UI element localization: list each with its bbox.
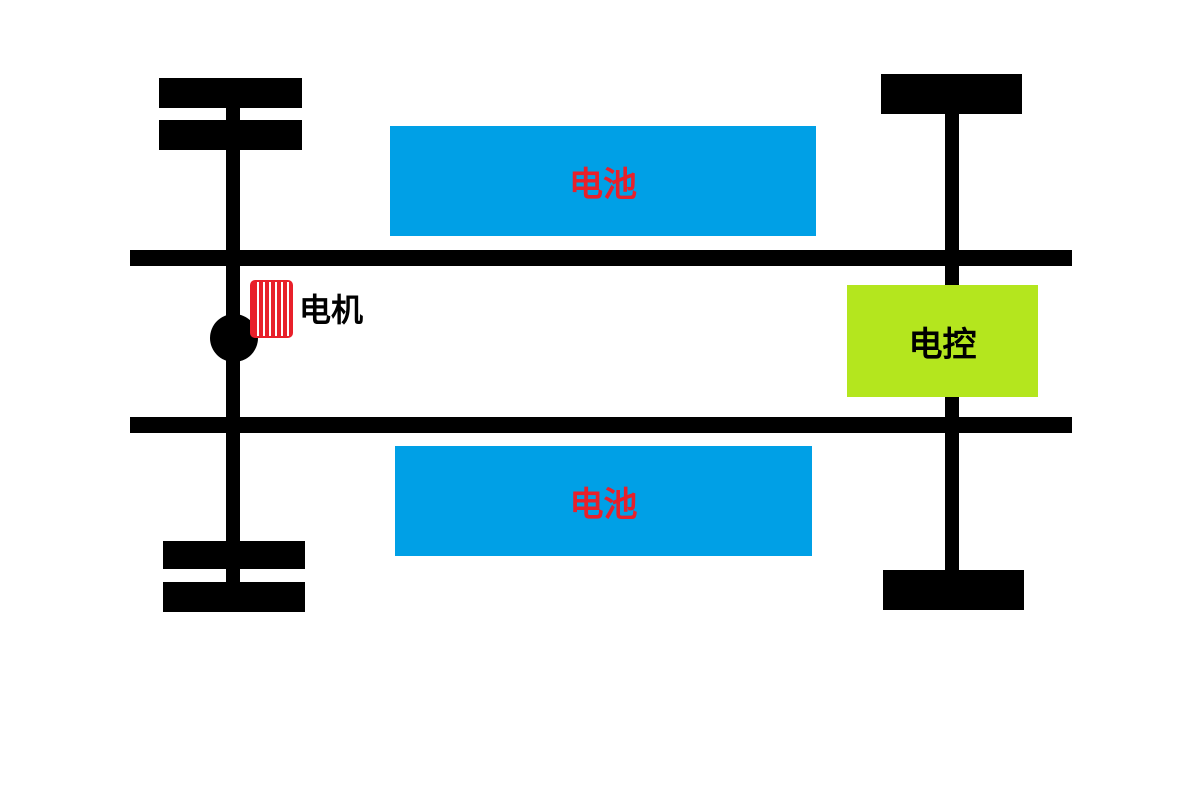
motor-label: 电机 (299, 291, 364, 329)
battery-top: 电池 (390, 126, 816, 236)
battery-bottom: 电池 (395, 446, 812, 556)
front-right-wheel-upper (163, 541, 305, 569)
controller-label: 电控 (908, 324, 977, 365)
battery-bottom-label: 电池 (569, 484, 638, 525)
motor-coil-icon (250, 280, 293, 338)
front-left-wheel-lower (159, 120, 302, 150)
frame-rail-bottom (130, 417, 1072, 433)
rear-left-wheel (881, 74, 1022, 114)
front-left-wheel-upper (159, 78, 302, 108)
battery-top-label: 电池 (569, 164, 637, 205)
front-right-wheel-lower (163, 582, 305, 612)
controller-box: 电控 (847, 285, 1038, 397)
rear-right-wheel (883, 570, 1024, 610)
frame-rail-top (130, 250, 1072, 266)
